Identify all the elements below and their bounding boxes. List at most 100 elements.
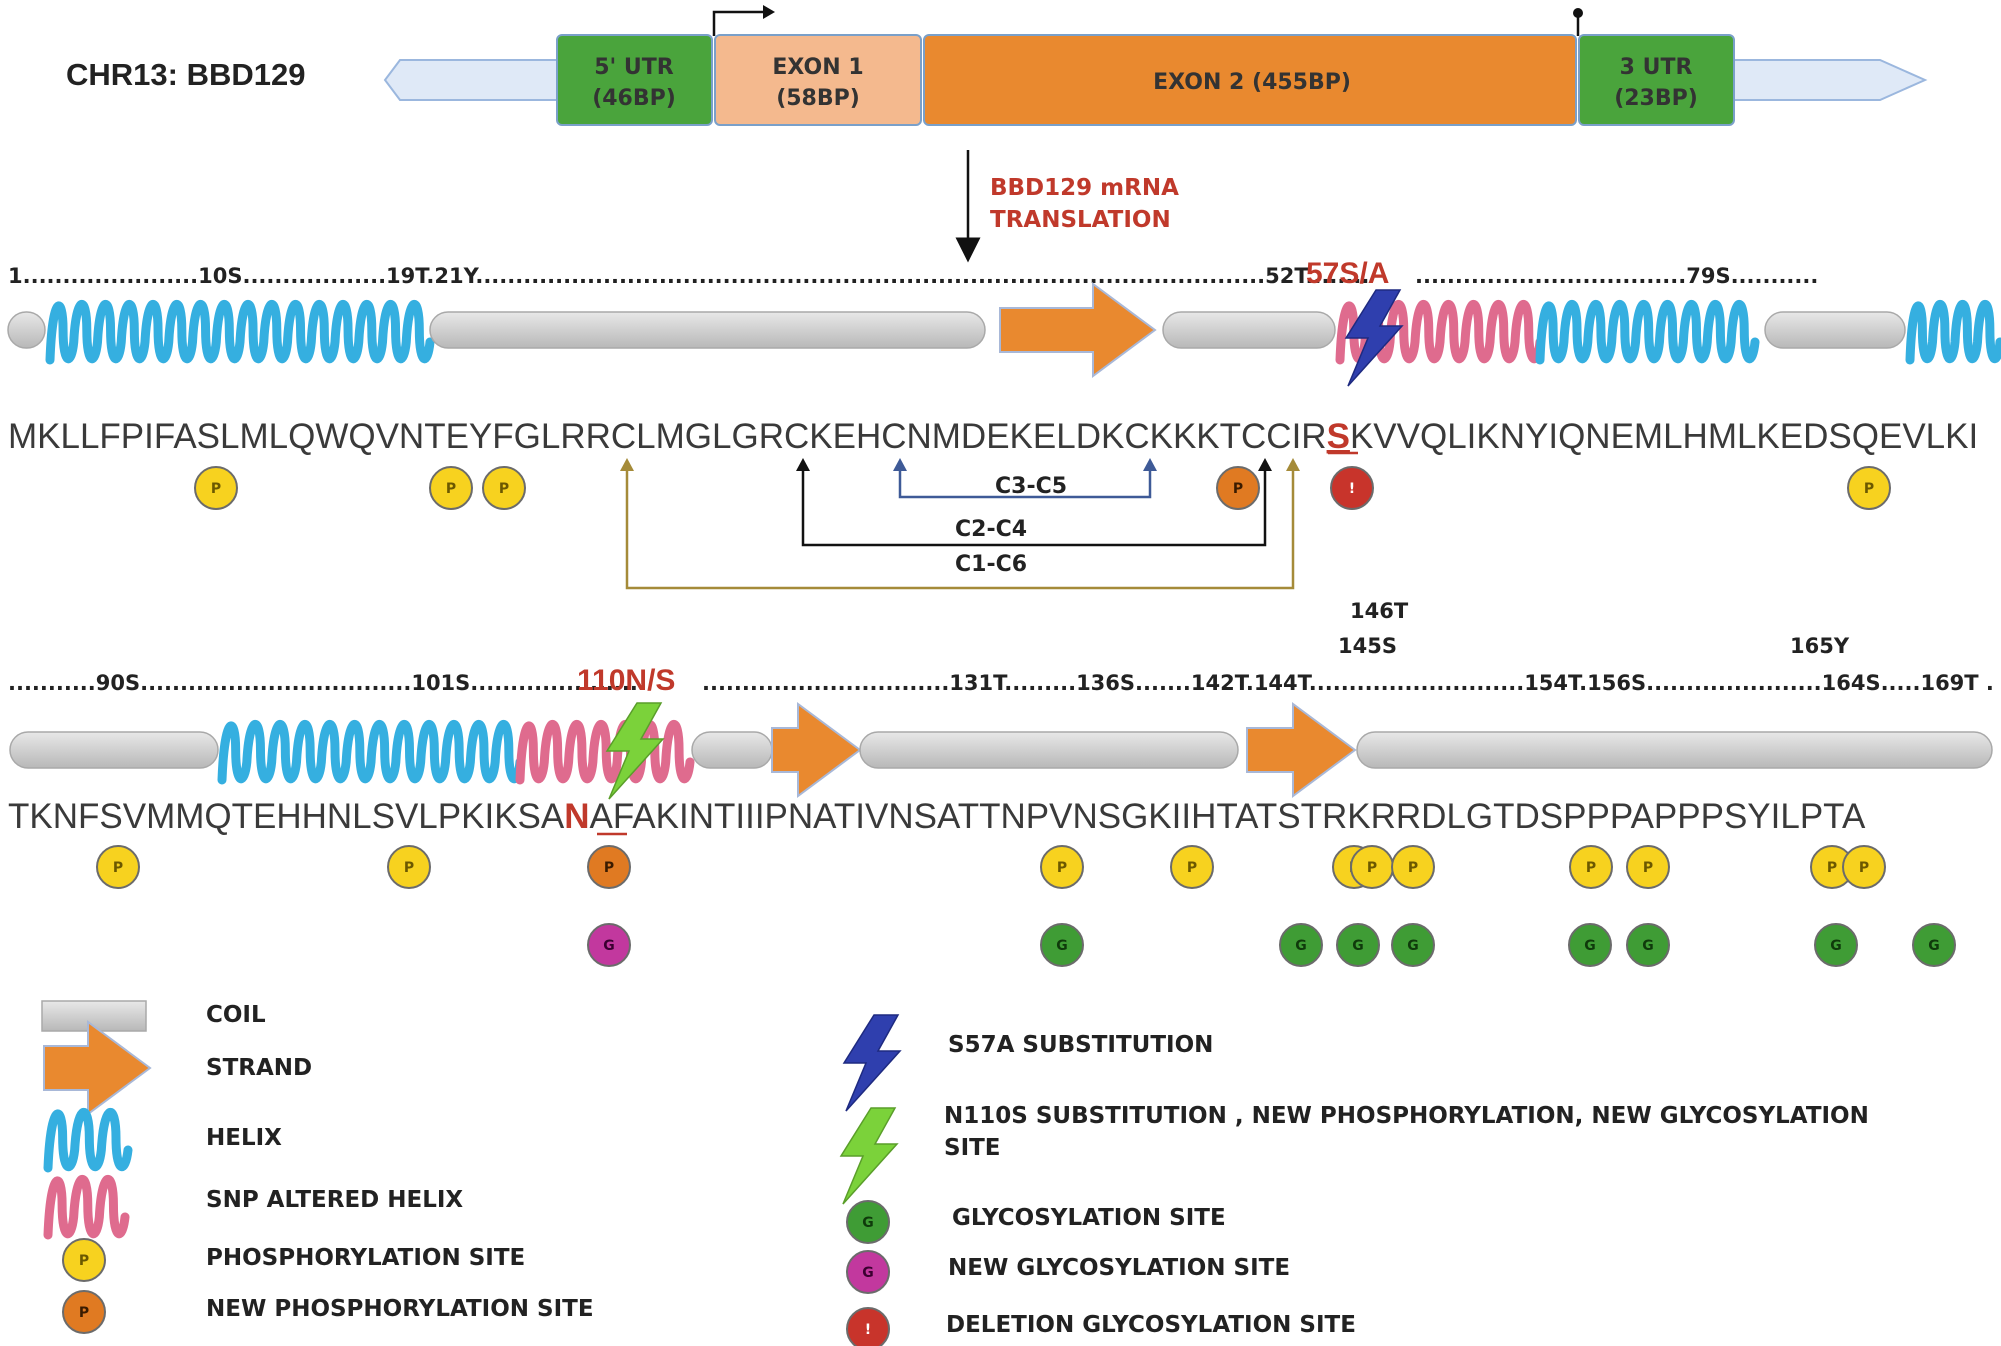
utr5-size: (46BP)	[592, 86, 676, 111]
coil-segment	[1162, 311, 1336, 349]
phosphorylation-site-marker-letter: P	[79, 1253, 89, 1269]
row1-seq-before: MKLLFPIFASLMLQWQVNTEYFGLRRCLMGLGRCKEHCNM…	[8, 417, 1327, 456]
row1-site-markers: P P P P! P	[194, 466, 1891, 510]
phosphorylation-site-marker-letter: P	[499, 481, 509, 497]
bridge-c3-arrowhead	[893, 458, 907, 471]
glycosylation-site-marker-letter: G	[1928, 938, 1940, 954]
glycosylation-site-marker	[1391, 923, 1435, 967]
row1-seq-after: KVVQLIKNYIQNEMLHMLKEDSQEVLKI	[1350, 417, 1978, 456]
row2-seq-before: TKNFSVMMQTEHHNLSVLPKIKSA	[8, 797, 565, 836]
helix-segment	[45, 300, 435, 365]
bridge-c4-arrowhead	[1258, 458, 1272, 471]
utr3-box	[1578, 34, 1735, 126]
legend-new-glyco-icon	[846, 1250, 890, 1294]
coil-segment	[7, 311, 46, 349]
row1-ruler: 1......................10S..............…	[8, 264, 1369, 288]
snp-altered-helix-segment	[515, 720, 695, 785]
row1-mutation-label: 57S/A	[1306, 257, 1389, 290]
phosphorylation-site-marker-letter: P	[1367, 860, 1377, 876]
n110s-bolt-icon	[605, 702, 665, 800]
coil-segment	[1764, 311, 1906, 349]
exon2-label: EXON 2 (455BP)	[1153, 70, 1351, 95]
glycosylation-site-marker-letter: G	[1056, 938, 1068, 954]
legend-new-phospho-icon	[62, 1290, 106, 1334]
new-phosphorylation-site-marker-letter: P	[79, 1305, 89, 1321]
exon1-label: EXON 1	[772, 55, 863, 80]
phosphorylation-site-marker-letter: P	[1408, 860, 1418, 876]
glycosylation-site-marker	[1814, 923, 1858, 967]
coil-segment	[859, 731, 1239, 769]
legend-strand-icon	[43, 1020, 152, 1116]
deletion-glycosylation-site-marker-letter: !	[865, 1322, 871, 1338]
row2-top-label-165y: 165Y	[1790, 634, 1850, 658]
helix-segment	[217, 720, 525, 785]
glycosylation-site-marker	[1912, 923, 1956, 967]
exon1-box	[714, 34, 922, 126]
gene-name: CHR13: BBD129	[66, 57, 305, 92]
phosphorylation-site-marker-letter: P	[1057, 860, 1067, 876]
phosphorylation-site-marker-letter: P	[1643, 860, 1653, 876]
s57a-bolt-icon	[1344, 289, 1404, 387]
phosphorylation-site-marker-letter: P	[1864, 481, 1874, 497]
phosphorylation-site-marker-letter: P	[446, 481, 456, 497]
phosphorylation-site-marker-letter: P	[1187, 860, 1197, 876]
strand-arrow	[999, 282, 1157, 378]
new-glycosylation-site-marker-letter: G	[862, 1265, 874, 1281]
phosphorylation-site-marker-letter: P	[1859, 860, 1869, 876]
coil-segment	[9, 731, 219, 769]
legend-new-phospho-label: NEW PHOSPHORYLATION SITE	[206, 1296, 594, 1322]
new-glycosylation-site-marker	[587, 923, 631, 967]
deletion-glycosylation-site-marker	[1330, 466, 1374, 510]
legend-s57a-bolt-icon	[842, 1014, 902, 1112]
legend: COIL STRAND HELIX SNP ALTERED HELIX PHOS…	[41, 1000, 1869, 1346]
bridge-c2-c4-line	[801, 463, 1267, 547]
phosphorylation-site-marker-letter: P	[211, 481, 221, 497]
coil-segment	[1356, 731, 1993, 769]
glycosylation-site-marker	[1336, 923, 1380, 967]
bridge-c3-c5-label: C3-C5	[995, 474, 1067, 499]
helix-segment	[1535, 300, 1760, 365]
legend-helix-label: HELIX	[206, 1125, 282, 1151]
phosphorylation-site-marker	[482, 466, 526, 510]
bridge-c1-c6-label: C1-C6	[955, 552, 1027, 577]
phosphorylation-site-marker	[1569, 845, 1613, 889]
phosphorylation-site-marker	[1847, 466, 1891, 510]
new-phosphorylation-site-marker-letter: P	[1233, 481, 1243, 497]
utr5-box	[556, 34, 713, 126]
legend-n110s-bolt-icon	[839, 1107, 899, 1205]
stop-site-dot	[1573, 8, 1583, 18]
row2-site-markers: PPPPPPPPPPPPGGGGGGGGG	[96, 845, 1956, 967]
legend-glyco-label: GLYCOSYLATION SITE	[952, 1205, 1226, 1231]
phosphorylation-site-marker-letter: P	[404, 860, 414, 876]
new-phosphorylation-site-marker-letter: P	[604, 860, 614, 876]
glycosylation-site-marker	[1626, 923, 1670, 967]
coil-segment	[429, 311, 986, 349]
row2-seq-after: AFAKINTIIIPNATIVNSATTNPVNSGKIIHTATSTRKRR…	[590, 797, 1866, 836]
start-site-arrowhead	[763, 5, 775, 19]
glycosylation-site-marker	[1568, 923, 1612, 967]
phosphorylation-site-marker	[1170, 845, 1214, 889]
gene-structure: 5' UTR (46BP) EXON 1 (58BP) EXON 2 (455B…	[383, 5, 1928, 126]
phosphorylation-site-marker-letter: P	[1827, 860, 1837, 876]
coil-segment	[691, 731, 773, 769]
phosphorylation-site-marker	[194, 466, 238, 510]
legend-n110s-label-2: SITE	[944, 1135, 1001, 1161]
legend-glyco-icon	[846, 1200, 890, 1244]
utr5-label: 5' UTR	[594, 55, 674, 80]
row1-secondary-structure	[7, 282, 2001, 387]
new-phosphorylation-site-marker	[587, 845, 631, 889]
new-glycosylation-site-marker-letter: G	[603, 938, 615, 954]
row2-ruler: ...........90S..........................…	[8, 671, 646, 695]
row2-seq-mutated: N	[564, 797, 589, 836]
legend-coil-label: COIL	[206, 1002, 266, 1028]
bridge-c3-c5-line	[898, 463, 1152, 499]
bridge-c1-arrowhead	[620, 458, 634, 471]
legend-snp-helix-icon	[43, 1175, 130, 1240]
bridge-c1-c6-line	[625, 463, 1295, 590]
strand-arrow	[1246, 702, 1357, 798]
phosphorylation-site-marker-letter: P	[1586, 860, 1596, 876]
deletion-glycosylation-site-marker-letter: !	[1349, 481, 1355, 497]
exon1-size: (58BP)	[776, 86, 860, 111]
glycosylation-site-marker-letter: G	[1295, 938, 1307, 954]
